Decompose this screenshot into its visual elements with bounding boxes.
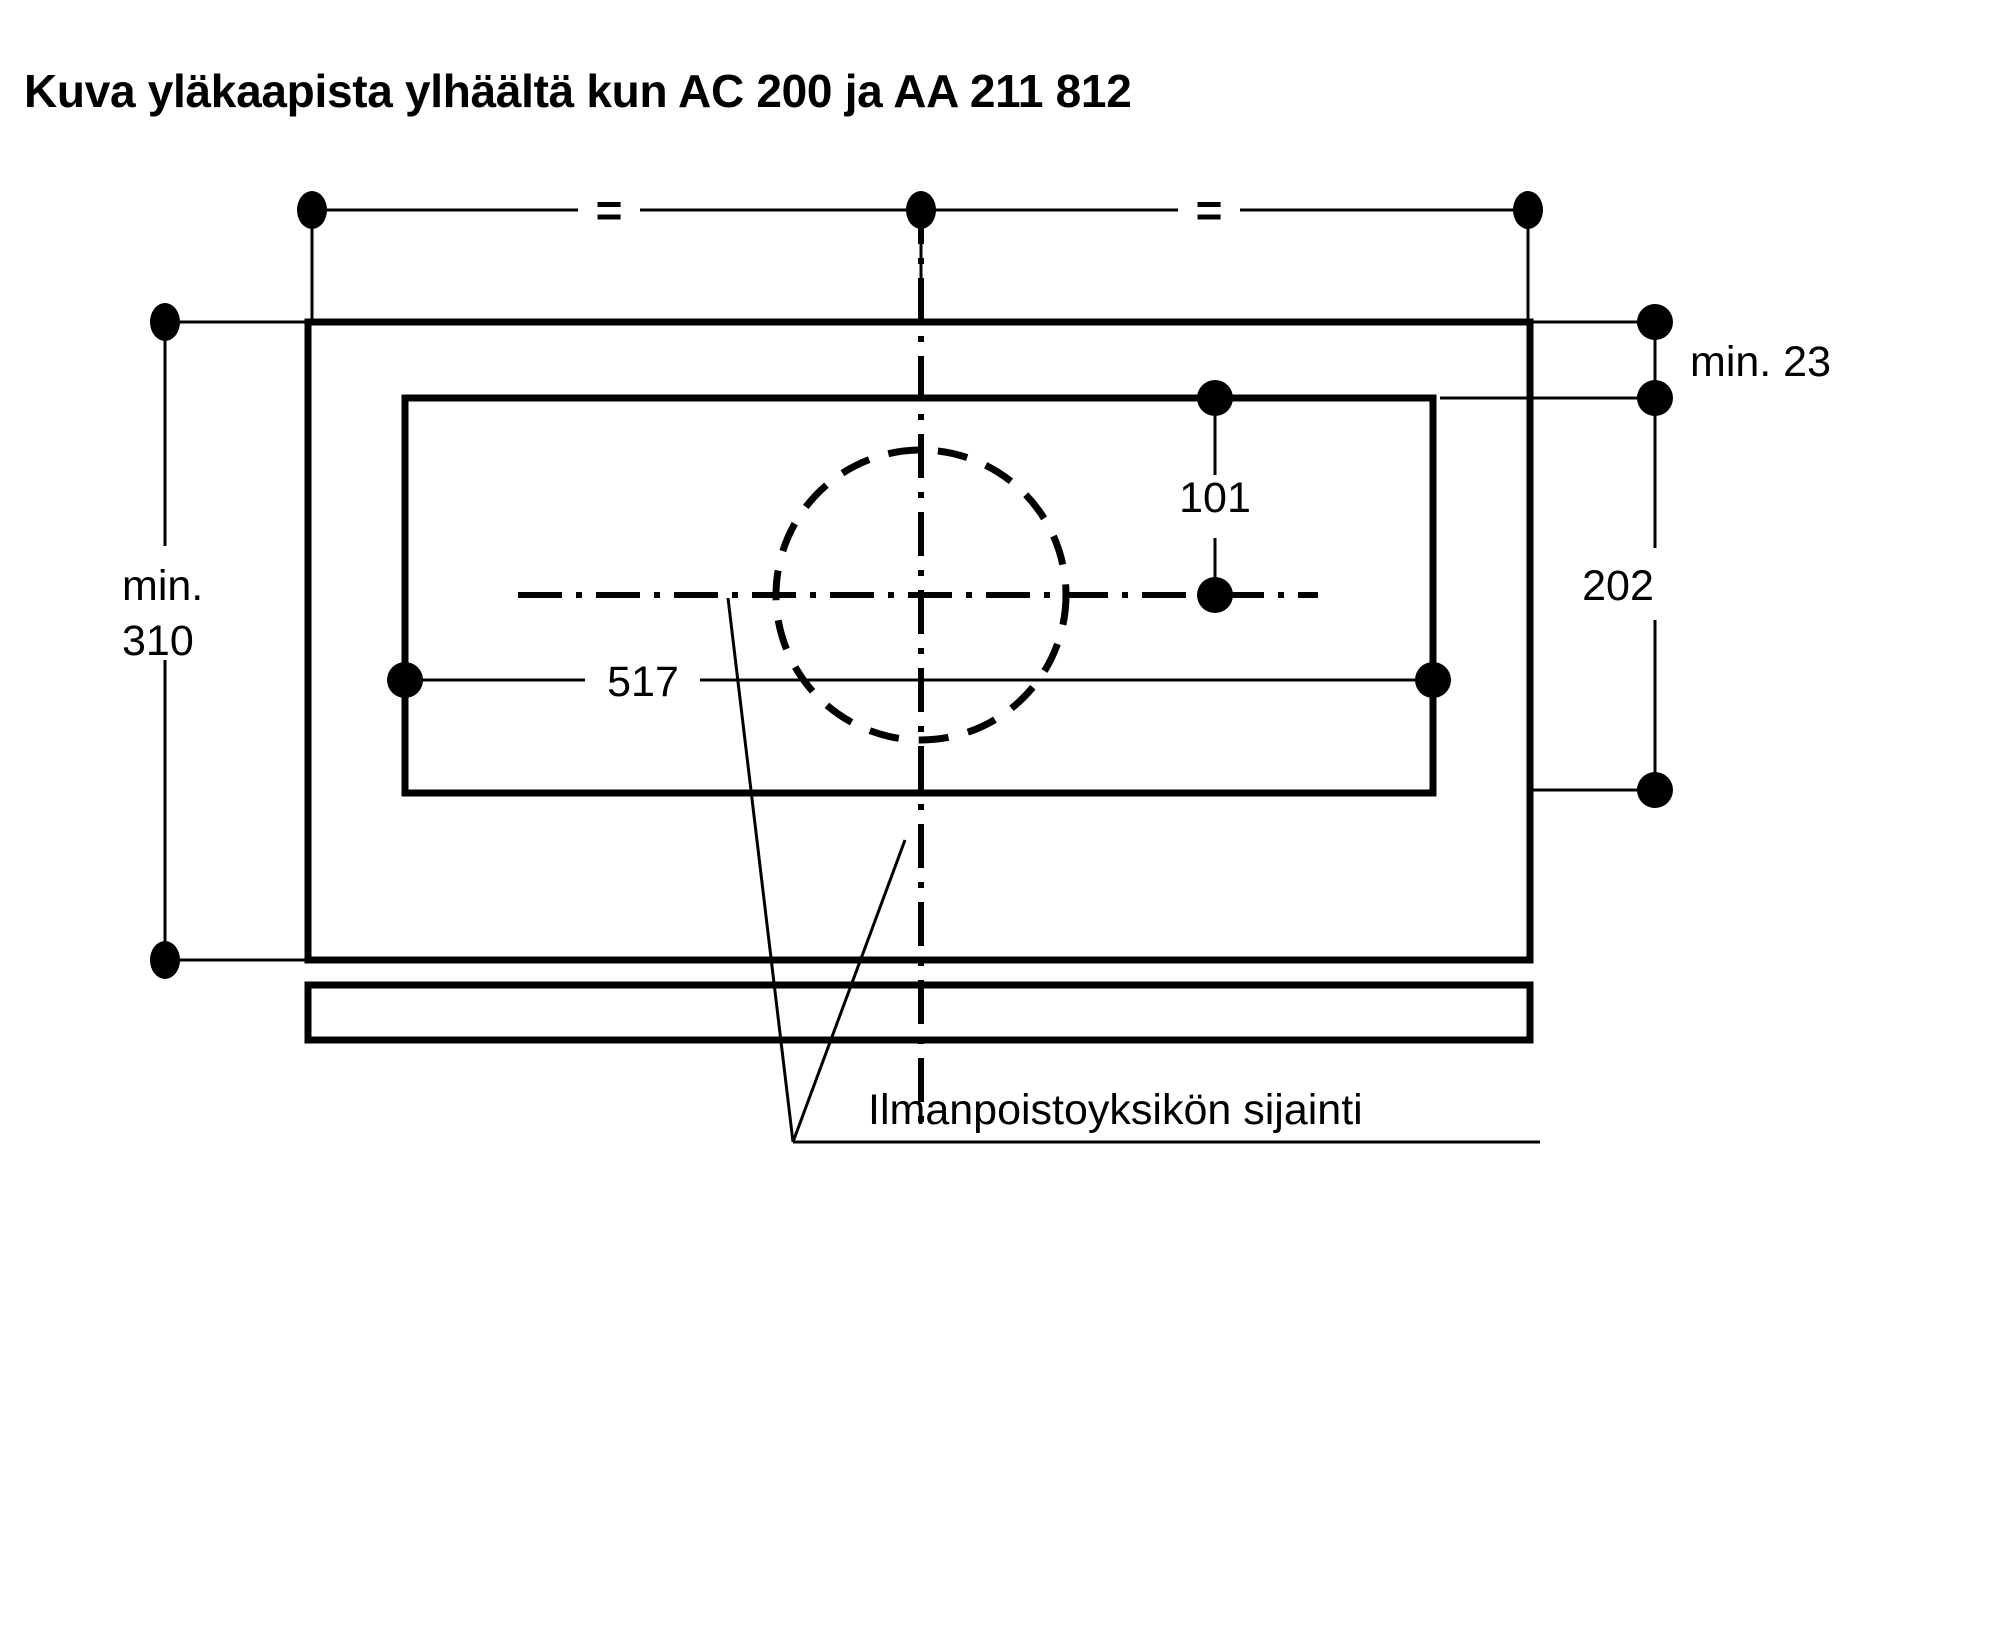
dim-label-min310-line1: min. xyxy=(122,562,203,610)
dim-node-101-bottom xyxy=(1197,577,1233,613)
page-title: Kuva yläkaapista ylhäältä kun AC 200 ja … xyxy=(24,65,1132,117)
dim-node-top-right xyxy=(1513,191,1543,229)
dim-label-101: 101 xyxy=(1179,474,1251,522)
equal-left-gap xyxy=(578,188,640,234)
dim-label-min310-line2: 310 xyxy=(122,617,194,665)
dim-node-min310-top xyxy=(150,303,180,341)
dim-node-min23-top xyxy=(1637,304,1673,340)
equal-sign-left: = xyxy=(596,184,623,236)
annotation-exhaust-unit-location: Ilmanpoistoyksikön sijainti xyxy=(868,1086,1363,1134)
dim-node-202-bottom xyxy=(1637,772,1673,808)
equal-sign-right: = xyxy=(1196,184,1223,236)
dim-node-517-right xyxy=(1415,662,1451,698)
dim-label-202: 202 xyxy=(1582,562,1654,610)
dim-node-top-center xyxy=(906,191,936,229)
dim-label-517: 517 xyxy=(607,658,679,706)
dim-node-517-left xyxy=(387,662,423,698)
dim-node-101-top xyxy=(1197,380,1233,416)
leader-line-left xyxy=(726,597,795,1143)
leader-line-right xyxy=(791,839,907,1143)
dim-node-top-left xyxy=(297,191,327,229)
dim-label-min23: min. 23 xyxy=(1690,338,1831,386)
equal-right-gap xyxy=(1178,188,1240,234)
dim-node-min310-bottom xyxy=(150,941,180,979)
